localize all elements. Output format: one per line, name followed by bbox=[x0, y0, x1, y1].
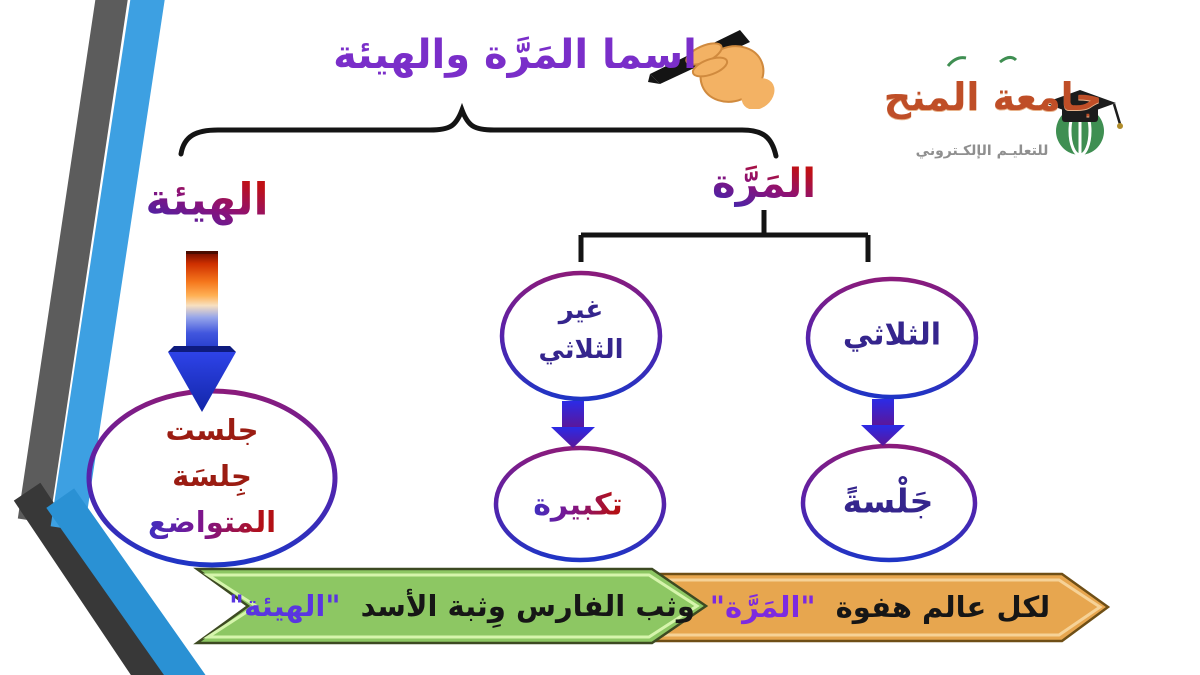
hayaa-example-line3: المتواضع bbox=[147, 505, 277, 539]
blue-stripe bbox=[46, 0, 206, 675]
down-arrow-icon bbox=[551, 401, 595, 448]
banner-hayaa-shape bbox=[193, 567, 709, 645]
banner-hayaa-term: "الهيئة" bbox=[229, 589, 341, 623]
banner-marra-term: "المَرَّة" bbox=[709, 590, 816, 624]
branch-label-hayaa: الهيئة bbox=[145, 174, 269, 226]
down-arrow-icon bbox=[861, 399, 905, 446]
brace-connector bbox=[178, 102, 779, 159]
logo-subtitle: للتعليـم الإلكـتروني bbox=[915, 143, 1049, 159]
logo-calligraphy: جامعة المنح bbox=[883, 75, 1103, 119]
marra-connector bbox=[578, 210, 871, 262]
writing-hand-icon bbox=[648, 14, 778, 109]
node-ghayr-thulathi-line1: غير bbox=[558, 295, 604, 325]
banner-marra-text: لكل عالم هفوة "المَرَّة" bbox=[710, 590, 1050, 624]
branch-label-marra: المَرَّة bbox=[711, 161, 817, 207]
big-down-arrow-icon bbox=[168, 251, 236, 412]
graduation-cap-icon bbox=[1044, 90, 1123, 129]
banner-marra-lead: لكل عالم هفوة bbox=[835, 590, 1051, 624]
node-jalsatan-ellipse bbox=[800, 443, 978, 563]
node-takbeera-label: تكبيرة bbox=[533, 487, 623, 523]
node-ghayr-thulathi-line2: الثلاثي bbox=[538, 335, 624, 365]
node-ghayr-thulathi-ellipse bbox=[499, 270, 663, 402]
banner-hayaa-lead: وثب الفارس وِثبة الأسد bbox=[360, 589, 695, 623]
logo-leaf-accents bbox=[946, 55, 1018, 67]
node-jalsatan-label: جَلْسةً bbox=[842, 481, 934, 521]
banner-hayaa-text: وثب الفارس وِثبة الأسد "الهيئة" bbox=[229, 589, 695, 623]
node-thulathi-ellipse bbox=[805, 276, 979, 400]
hayaa-example-line2: جِلسَة bbox=[172, 459, 252, 493]
node-thulathi-label: الثلاثي bbox=[842, 317, 942, 353]
gray-stripe bbox=[13, 0, 170, 675]
page-title: اسما المَرَّة والهيئة bbox=[333, 32, 697, 78]
node-takbeera-ellipse bbox=[493, 445, 667, 563]
hayaa-example-line1: جلست bbox=[165, 413, 259, 447]
